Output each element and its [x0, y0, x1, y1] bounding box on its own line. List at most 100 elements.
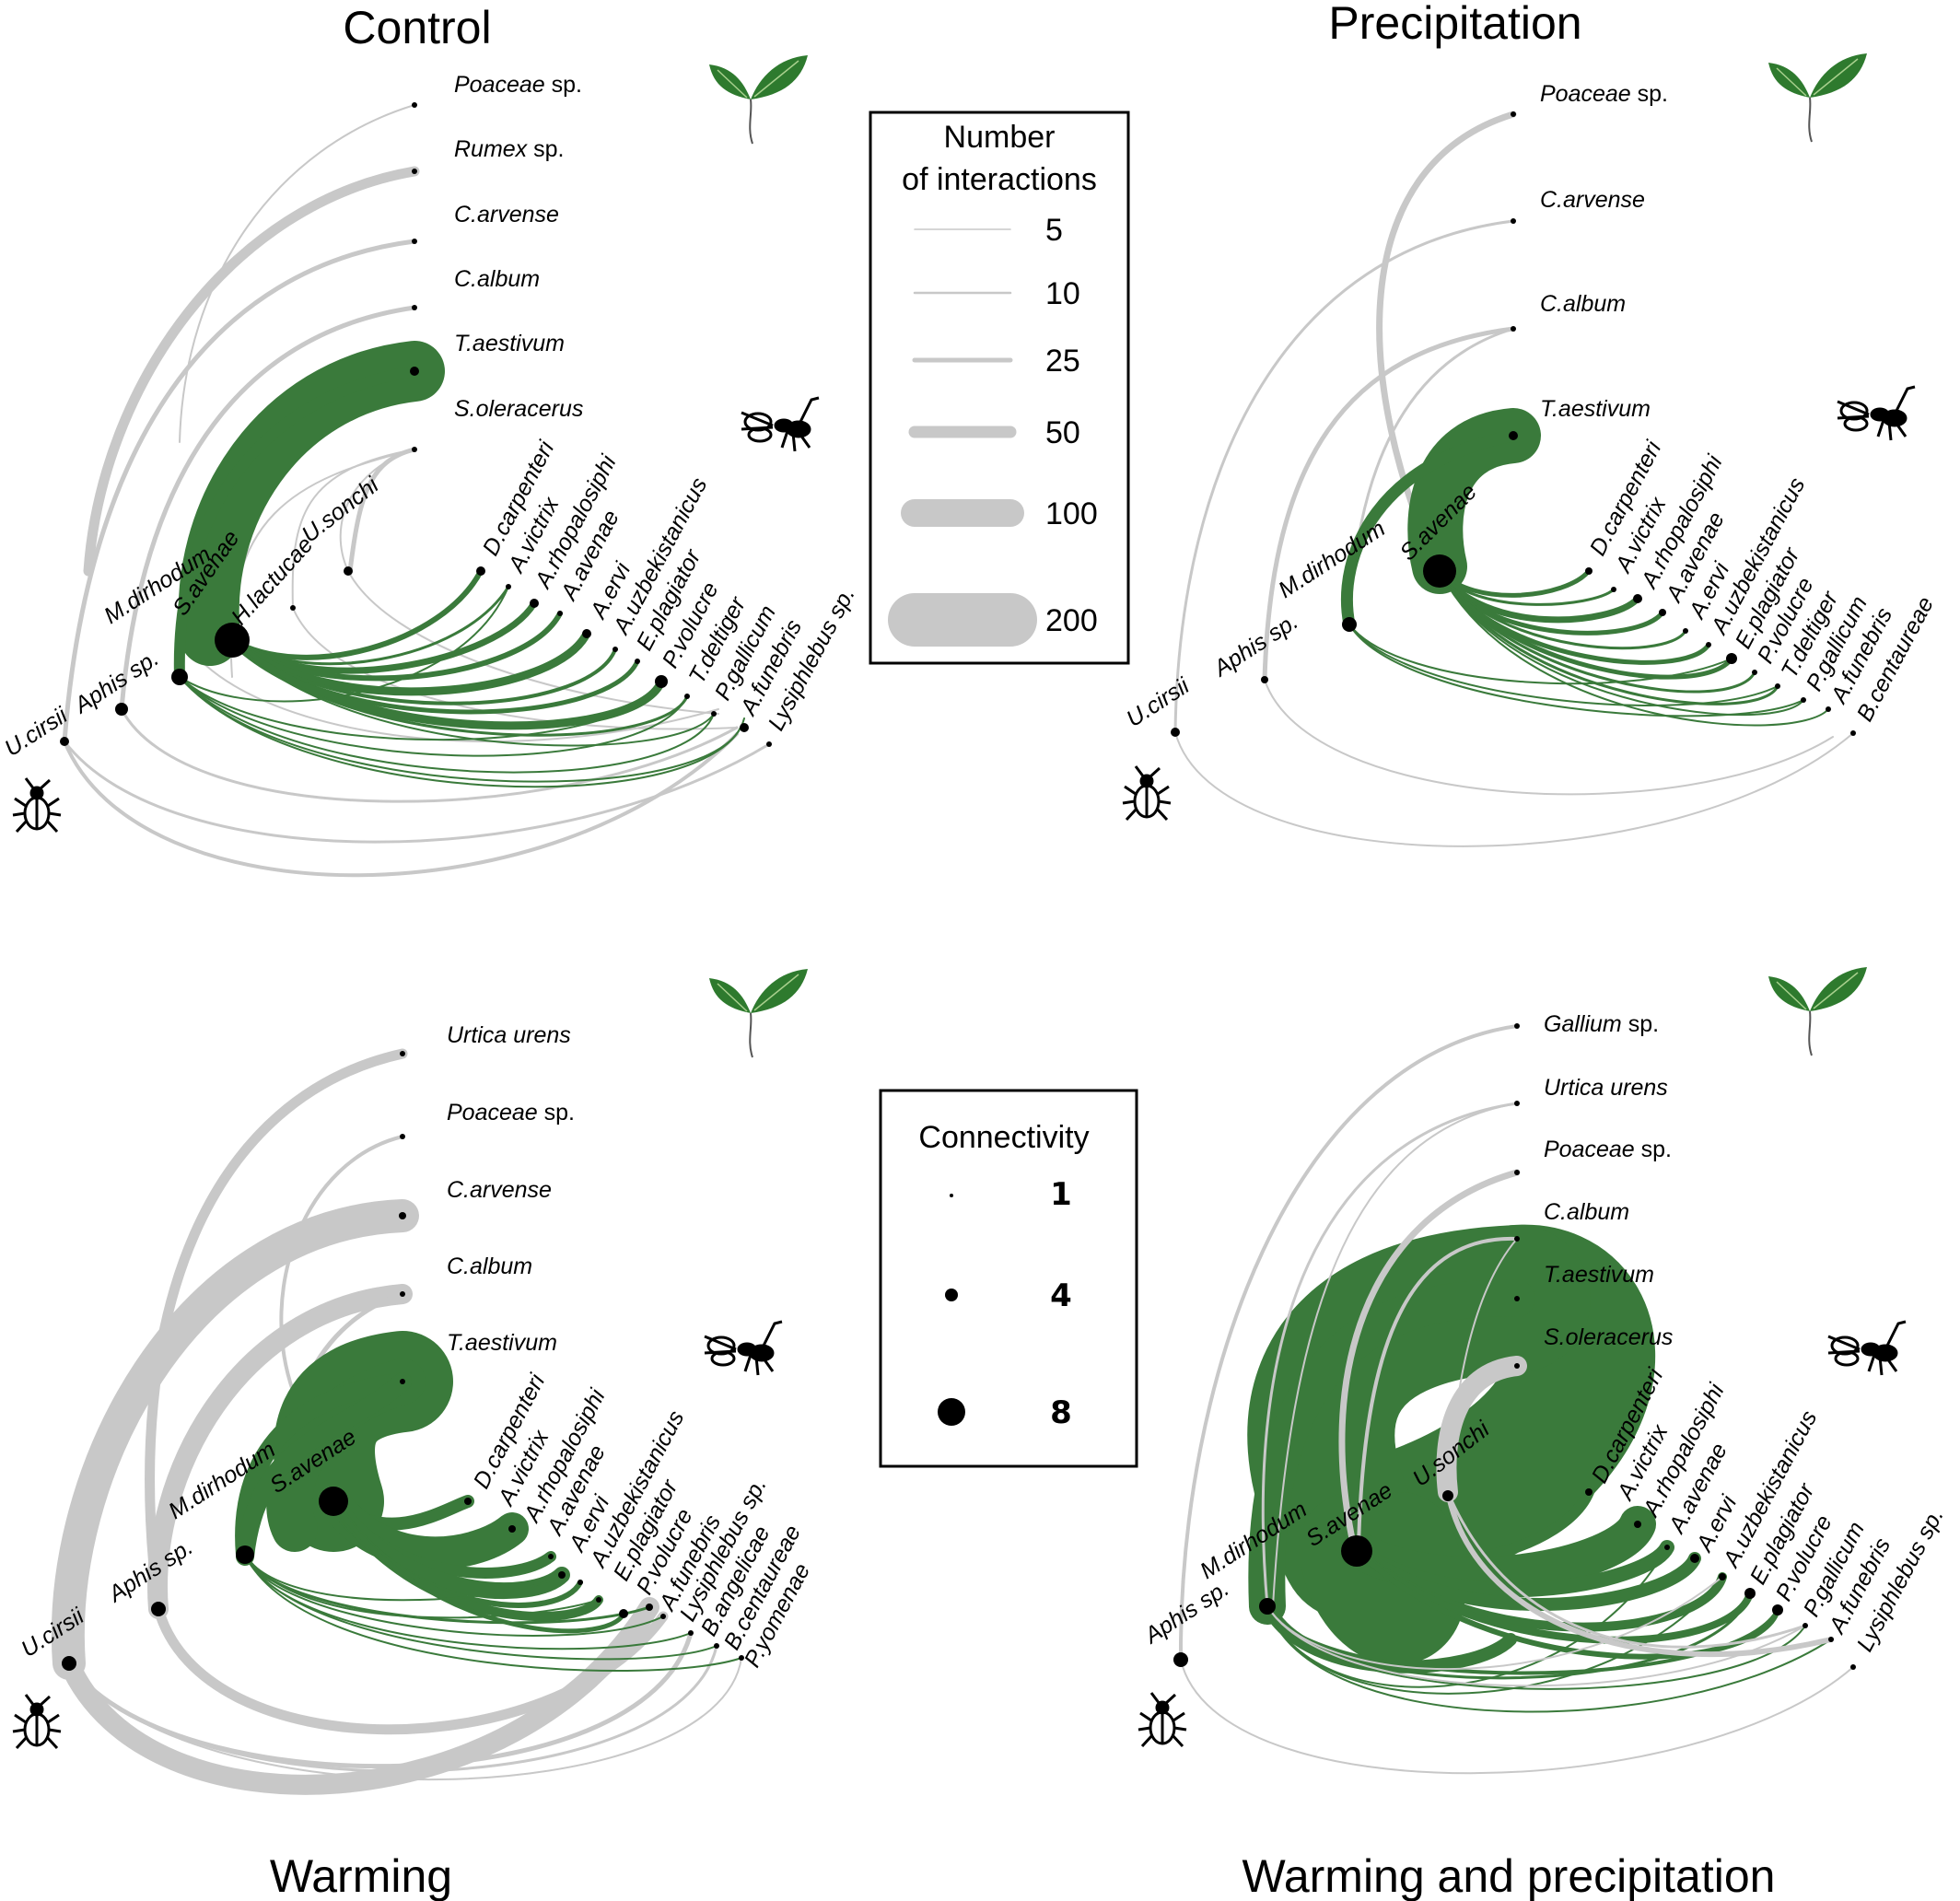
legend-dot	[945, 1289, 958, 1301]
plant-label: Rumex	[454, 136, 529, 162]
beetle-icon	[11, 1693, 63, 1750]
legend-box	[869, 111, 1130, 665]
legend-value: 4	[1050, 1277, 1072, 1314]
panel-title: Warming	[270, 1850, 452, 1901]
wasp-icon	[703, 1320, 784, 1377]
herbivore-label: U.cirsii	[0, 702, 73, 762]
plant-label: S.oleracerus	[454, 396, 583, 422]
wasp-icon	[1826, 1320, 1908, 1377]
parasitoid-labels: D.carpenteri A.victrix A.rhopalosiphi A.…	[1585, 436, 1940, 726]
plant-herbivore-links	[1173, 111, 1854, 847]
svg-text:S.oleracerus: S.oleracerus	[1544, 1324, 1673, 1350]
plant-label: Poaceae	[1540, 81, 1631, 107]
legend-value: 8	[1050, 1394, 1072, 1431]
legend-value: 5	[1045, 213, 1063, 248]
nodes	[1171, 111, 1856, 737]
parasitoid-labels: D.carpenteri A.victrix A.rhopalosiphi A.…	[1587, 1363, 1949, 1656]
svg-text:Urtica urens: Urtica urens	[1544, 1075, 1668, 1101]
svg-text:T.aestivum: T.aestivum	[1544, 1262, 1654, 1288]
legend-dot	[938, 1398, 965, 1426]
plant-labels: Poaceae sp. Rumex sp. C.arvense C.album …	[454, 72, 583, 422]
svg-text:Urtica urens: Urtica urens	[447, 1022, 571, 1048]
svg-text:Poaceae sp.: Poaceae sp.	[1540, 81, 1668, 107]
plant-label: C.album	[454, 266, 540, 292]
panel-precipitation: Precipitation	[1121, 0, 1940, 847]
herbivore-label: Aphis sp.	[1208, 609, 1302, 683]
leaf-icon	[708, 54, 809, 145]
plant-herbivore-links	[1178, 1024, 1854, 1775]
plant-label: T.aestivum	[447, 1330, 557, 1356]
svg-text:S.oleracerus: S.oleracerus	[454, 396, 583, 422]
panel-title: Precipitation	[1328, 0, 1581, 49]
legend-title: Connectivity	[918, 1120, 1089, 1155]
svg-text:Gallium sp.: Gallium sp.	[1544, 1011, 1659, 1037]
svg-text:C.arvense: C.arvense	[1540, 187, 1645, 213]
wasp-icon	[740, 396, 821, 453]
herbivore-label: Aphis sp.	[1138, 1576, 1233, 1650]
legend-interactions: Number of interactions 5 10 25 50 100 20…	[869, 111, 1130, 665]
legend-value: 100	[1045, 496, 1098, 531]
legend-box	[879, 1089, 1138, 1468]
svg-text:T.aestivum: T.aestivum	[447, 1330, 557, 1356]
nodes	[1173, 1023, 1856, 1670]
trophic-links	[235, 1331, 742, 1672]
legend-connectivity: Connectivity 1 4 8	[879, 1089, 1138, 1468]
svg-text:C.album: C.album	[1540, 291, 1626, 317]
svg-text:C.album: C.album	[454, 266, 540, 292]
plant-label: Gallium	[1544, 1011, 1622, 1037]
plant-label: Poaceae	[1544, 1137, 1635, 1162]
svg-text:Poaceae sp.: Poaceae sp.	[454, 72, 582, 98]
plant-labels: Urtica urens Poaceae sp. C.arvense C.alb…	[447, 1022, 575, 1356]
legend-value: 200	[1045, 603, 1098, 638]
trophic-links	[1340, 408, 1829, 727]
plant-herbivore-links	[62, 104, 771, 878]
panel-title: Control	[343, 2, 491, 53]
legend-dot	[950, 1194, 953, 1197]
svg-text:T.aestivum: T.aestivum	[1540, 396, 1651, 422]
plant-label: Urtica urens	[1544, 1075, 1668, 1101]
plant-label: Urtica urens	[447, 1022, 571, 1048]
wasp-icon	[1836, 385, 1917, 442]
nodes	[62, 1051, 744, 1671]
legend-swatches	[888, 228, 1037, 647]
leaf-icon	[1768, 966, 1868, 1056]
plant-label: T.aestivum	[1540, 396, 1651, 422]
svg-text:Poaceae sp.: Poaceae sp.	[447, 1100, 575, 1125]
svg-text:Poaceae sp.: Poaceae sp.	[1544, 1137, 1672, 1162]
svg-text:C.arvense: C.arvense	[447, 1177, 552, 1203]
leaf-icon	[1768, 52, 1868, 143]
svg-text:T.aestivum: T.aestivum	[454, 331, 565, 356]
panel-warming: Warming	[11, 968, 815, 1901]
plant-label: C.album	[1544, 1199, 1629, 1225]
svg-text:C.album: C.album	[447, 1254, 532, 1279]
nodes	[60, 102, 772, 747]
plant-label: C.arvense	[454, 202, 559, 227]
legend-value: 1	[1050, 1176, 1072, 1213]
panel-title: Warming and precipitation	[1242, 1850, 1776, 1901]
plant-label: S.oleracerus	[1544, 1324, 1673, 1350]
plant-label: T.aestivum	[454, 331, 565, 356]
svg-text:C.arvense: C.arvense	[454, 202, 559, 227]
beetle-icon	[1137, 1691, 1188, 1748]
legend-title: of interactions	[902, 162, 1097, 197]
trophic-links	[173, 341, 745, 788]
svg-text:C.album: C.album	[1544, 1199, 1629, 1225]
plant-label: Poaceae	[454, 72, 545, 98]
leaf-icon	[708, 968, 809, 1058]
plant-label: T.aestivum	[1544, 1262, 1654, 1288]
herbivore-label: U.cirsii	[1122, 672, 1195, 732]
beetle-icon	[11, 776, 63, 834]
legend-value: 25	[1045, 344, 1080, 379]
panel-warming-and-precipitation: Warming and precipitation	[1137, 966, 1949, 1901]
beetle-icon	[1121, 764, 1172, 822]
parasitoid-labels: D.carpenteri A.victrix A.rhopalosiphi A.…	[478, 436, 860, 735]
plant-label: C.album	[447, 1254, 532, 1279]
herbivore-label: M.dirhodum	[1274, 516, 1390, 603]
plant-label: C.arvense	[1540, 187, 1645, 213]
legend-value: 50	[1045, 415, 1080, 450]
plant-label: C.arvense	[447, 1177, 552, 1203]
plant-label: C.album	[1540, 291, 1626, 317]
plant-labels: Gallium sp. Urtica urens Poaceae sp. C.a…	[1544, 1011, 1673, 1350]
legend-title: Number	[944, 120, 1056, 155]
